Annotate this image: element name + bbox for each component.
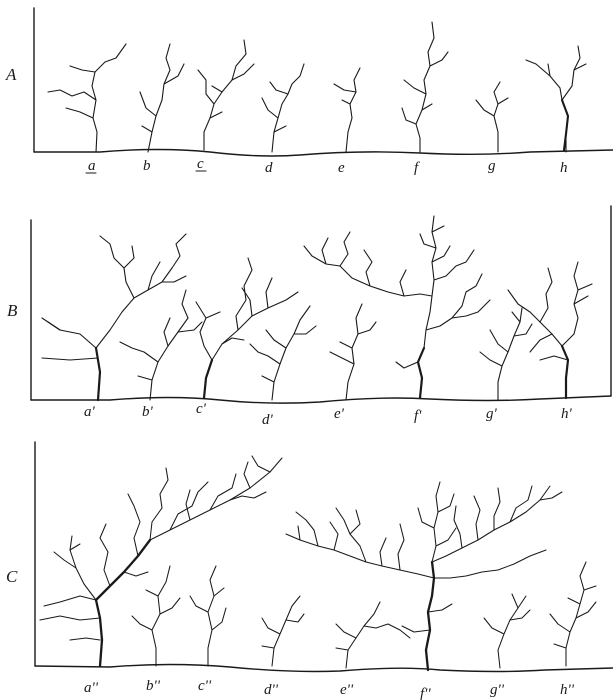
coastline — [34, 150, 613, 157]
stream-label-c: c — [197, 156, 204, 172]
stream-network — [48, 22, 586, 152]
stream-network — [40, 456, 596, 670]
panel-a: A — [5, 8, 613, 176]
stream-label-c: c'' — [198, 678, 212, 694]
stream-label-d: d — [265, 160, 273, 176]
stream-label-g: g'' — [490, 682, 505, 698]
panel-c: C — [6, 442, 613, 700]
coastline — [35, 665, 613, 672]
stream-label-a: a' — [84, 404, 96, 420]
panel-label: A — [5, 65, 17, 84]
coastline — [31, 396, 611, 403]
stream-label-e: e — [338, 160, 345, 176]
stream-trunks — [96, 540, 434, 670]
panel-label: B — [7, 301, 18, 320]
stream-label-c: c' — [196, 401, 207, 417]
panel-b: B — [7, 206, 611, 428]
stream-label-h: h' — [561, 406, 573, 422]
stream-label-g: g' — [486, 406, 498, 422]
stream-trunks — [562, 100, 568, 150]
stream-label-b: b — [143, 158, 151, 174]
stream-label-a: a'' — [84, 680, 99, 696]
stream-label-h: h'' — [560, 682, 575, 698]
stream-label-g: g — [488, 158, 496, 174]
stream-network — [42, 216, 592, 400]
stream-trunks — [96, 346, 568, 400]
stream-label-h: h — [560, 160, 568, 176]
stream-label-f: f'' — [420, 686, 431, 700]
panel-label: C — [6, 567, 18, 586]
stream-label-b: b'' — [146, 678, 161, 694]
stream-label-e: e'' — [340, 682, 354, 698]
stream-label-d: d' — [262, 412, 274, 428]
stream-label-f: f — [414, 160, 420, 176]
stream-label-b: b' — [142, 404, 154, 420]
stream-label-d: d'' — [264, 682, 279, 698]
stream-label-e: e' — [334, 406, 345, 422]
stream-label-f: f' — [414, 408, 422, 424]
stream-label-a: a — [88, 158, 96, 174]
